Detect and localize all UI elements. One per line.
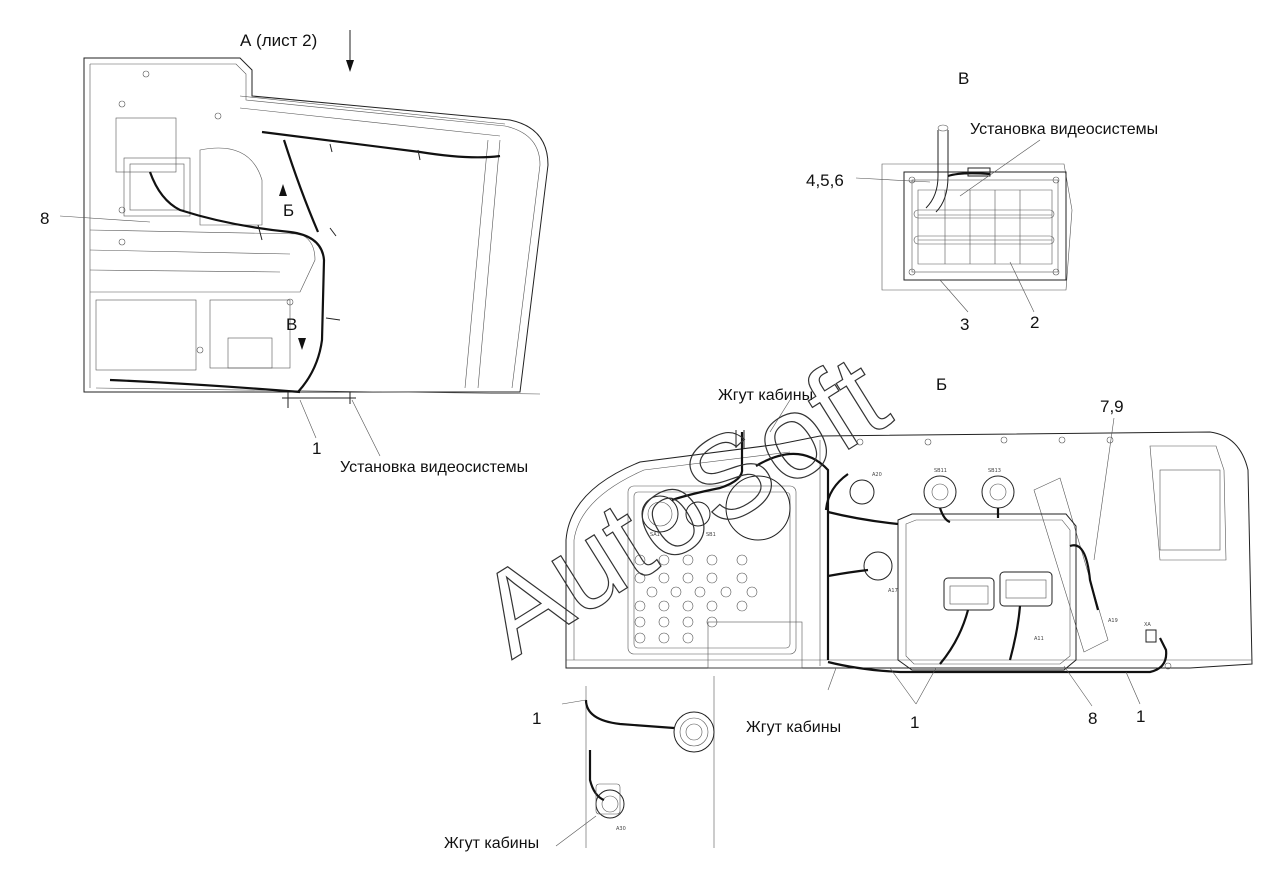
callout-1-mid: 1 bbox=[910, 713, 919, 732]
view-b-arrowhead bbox=[279, 184, 287, 196]
callout-3: 3 bbox=[960, 315, 969, 334]
tag-a17: A17 bbox=[888, 588, 898, 594]
callout-8-left: 8 bbox=[40, 209, 49, 228]
harness-label-bottom: Жгут кабины bbox=[444, 835, 539, 852]
section-v-title: В bbox=[958, 69, 969, 88]
callout-1-right: 1 bbox=[1136, 707, 1145, 726]
section-v-view bbox=[881, 124, 1073, 291]
harness-label-mid: Жгут кабины bbox=[746, 719, 841, 736]
tag-a20: A20 bbox=[872, 472, 882, 478]
callout-4-5-6: 4,5,6 bbox=[806, 171, 844, 190]
video-install-v: Установка видеосистемы bbox=[970, 121, 1158, 138]
callout-2: 2 bbox=[1030, 313, 1039, 332]
tag-a30: A30 bbox=[616, 826, 626, 832]
view-b-marker: Б bbox=[283, 201, 294, 220]
watermark: AutoSoft bbox=[456, 330, 910, 682]
switch-hole-grid bbox=[634, 554, 758, 644]
callout-1-inset: 1 bbox=[532, 709, 541, 728]
lower-inset-view bbox=[584, 676, 715, 848]
harness-label-top: Жгут кабины bbox=[718, 387, 813, 404]
tag-a11: A11 bbox=[1034, 636, 1044, 642]
view-a-label: А (лист 2) bbox=[240, 31, 317, 50]
tag-sb1: SB1 bbox=[706, 532, 716, 538]
left-cab-view bbox=[83, 57, 549, 408]
tag-sb13: SB13 bbox=[988, 468, 1001, 474]
tag-xa: XA bbox=[1144, 622, 1151, 628]
view-v-marker: В bbox=[286, 315, 297, 334]
view-v-arrowhead bbox=[298, 338, 306, 350]
tag-sa1: SA1 bbox=[650, 532, 660, 538]
view-a-arrowhead bbox=[346, 60, 354, 72]
callout-7-9: 7,9 bbox=[1100, 397, 1124, 416]
section-b-title: Б bbox=[936, 375, 947, 394]
video-install-left: Установка видеосистемы bbox=[340, 459, 528, 476]
callout-8-right: 8 bbox=[1088, 709, 1097, 728]
tag-a19: A19 bbox=[1108, 618, 1118, 624]
callout-1-left: 1 bbox=[312, 439, 321, 458]
section-b-view bbox=[565, 430, 1253, 674]
tag-sb11: SB11 bbox=[934, 468, 947, 474]
